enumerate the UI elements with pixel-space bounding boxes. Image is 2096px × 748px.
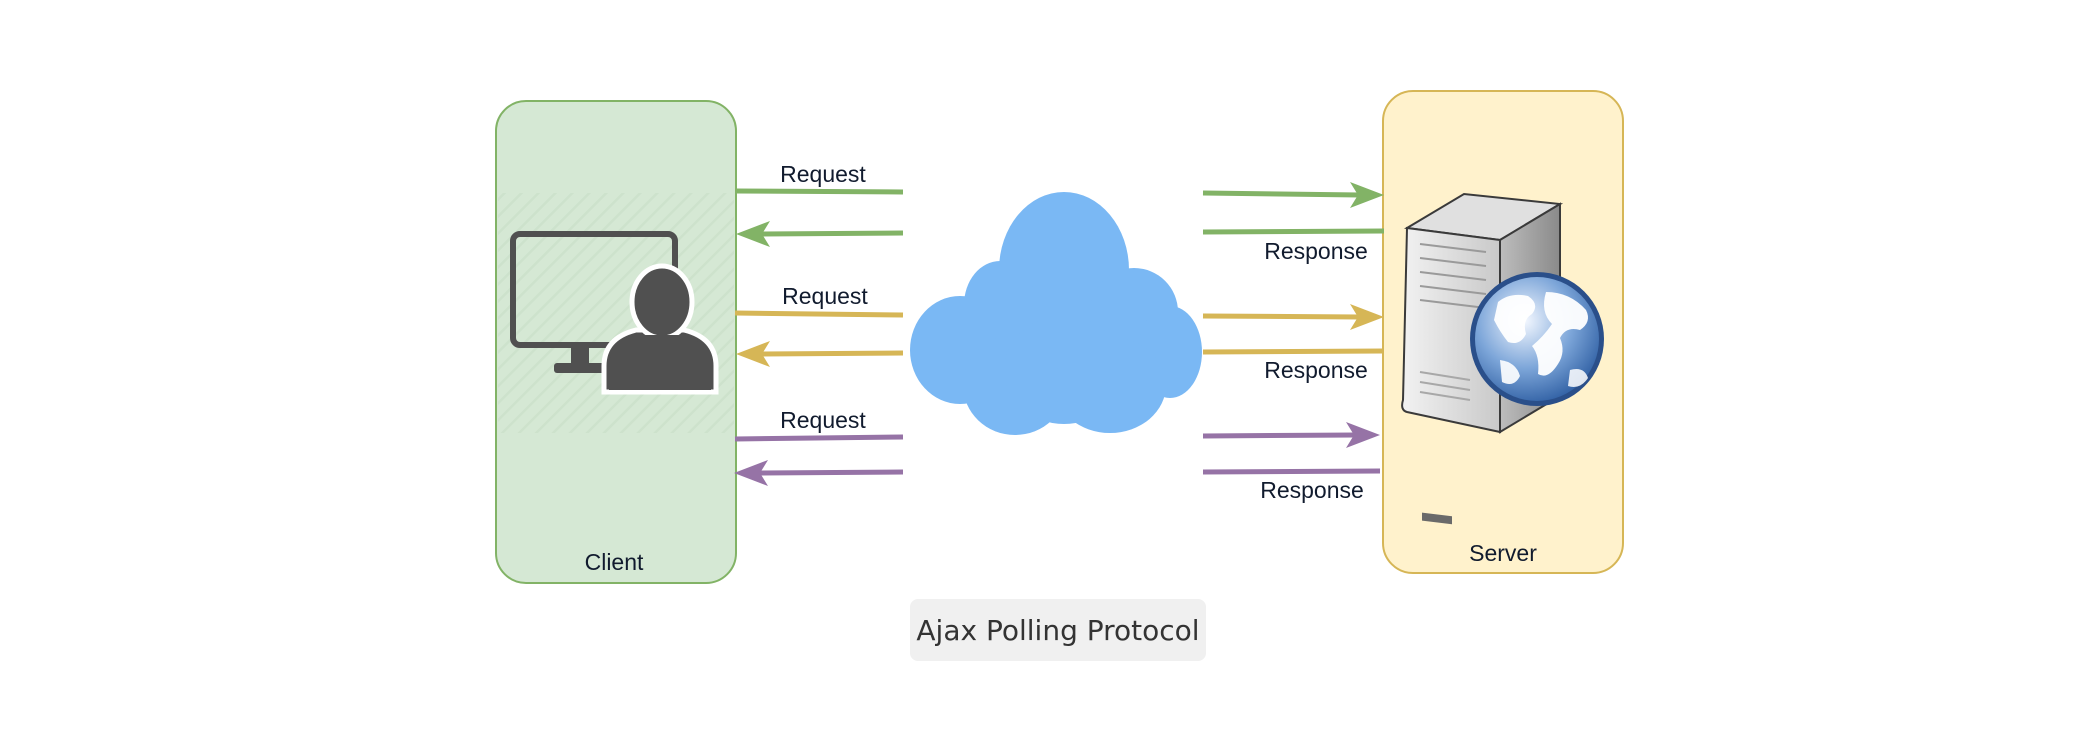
response-arrow-green-left (736, 221, 904, 247)
request-arrow-green-right (1202, 182, 1384, 208)
response-label-3: Response (1260, 477, 1364, 503)
response-arrow-green-right (1202, 228, 1385, 235)
request-label-2: Request (782, 283, 868, 309)
cloud-icon (910, 192, 1202, 435)
server-node: Server (1382, 90, 1624, 574)
response-arrow-purple-left (734, 460, 904, 486)
request-arrow-purple-right (1202, 422, 1380, 448)
response-arrow-gold-left (736, 341, 904, 367)
client-node: Client (495, 100, 737, 584)
request-arrow-purple-left (734, 434, 904, 442)
request-arrow-green-left (734, 188, 904, 195)
request-label-1: Request (780, 161, 866, 187)
request-label-3: Request (780, 407, 866, 433)
client-label: Client (585, 549, 644, 575)
response-label-2: Response (1264, 357, 1368, 383)
web-server-icon (1401, 192, 1604, 525)
desktop-user-icon (510, 231, 719, 395)
server-label: Server (1469, 540, 1537, 566)
request-arrow-gold-left (734, 310, 904, 318)
request-arrow-gold-right (1202, 304, 1384, 330)
response-arrow-gold-right (1202, 348, 1385, 355)
response-arrow-purple-right (1202, 468, 1381, 475)
response-label-1: Response (1264, 238, 1368, 264)
client-icon-background (498, 193, 734, 433)
diagram-caption: Ajax Polling Protocol (910, 599, 1206, 661)
